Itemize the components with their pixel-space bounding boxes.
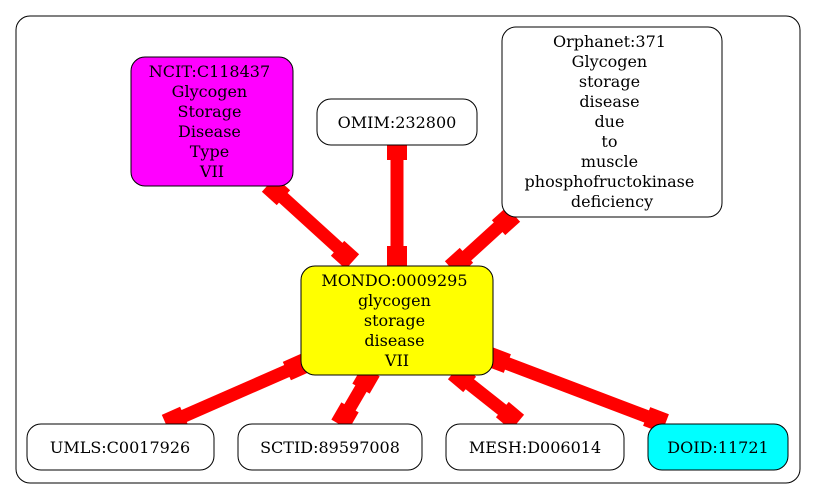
node-orphanet-box	[501, 26, 723, 218]
edge-omim-mondo	[387, 140, 407, 266]
node-mondo-label: MONDO:0009295 glycogen storage disease V…	[321, 271, 472, 370]
node-mesh[interactable]: MESH:D006014	[445, 423, 625, 471]
node-umls-box	[26, 423, 215, 471]
node-sctid-label: SCTID:89597008	[260, 438, 400, 457]
node-ncit-label: NCIT:C118437 Glycogen Storage Disease Ty…	[149, 62, 275, 181]
edge-ncit-mondo	[261, 176, 360, 270]
node-mesh-label: MESH:D006014	[469, 438, 601, 457]
node-umls-label: UMLS:C0017926	[50, 438, 190, 457]
edge-mondo-umls	[161, 353, 310, 434]
node-mesh-box	[445, 423, 625, 471]
node-sctid[interactable]: SCTID:89597008	[237, 423, 423, 471]
node-omim-box	[316, 98, 478, 146]
node-orphanet[interactable]: Orphanet:371 Glycogen storage disease du…	[501, 26, 723, 218]
node-omim[interactable]: OMIM:232800	[316, 98, 478, 146]
node-omim-label: OMIM:232800	[338, 113, 457, 132]
node-umls[interactable]: UMLS:C0017926	[26, 423, 215, 471]
edge-mondo-sctid	[331, 366, 380, 430]
node-ncit[interactable]: NCIT:C118437 Glycogen Storage Disease Ty…	[130, 56, 294, 187]
node-doid[interactable]: DOID:11721	[647, 423, 789, 471]
node-sctid-box	[237, 423, 423, 471]
node-orphanet-label: Orphanet:371 Glycogen storage disease du…	[525, 32, 700, 211]
node-doid-label: DOID:11721	[667, 438, 768, 457]
cluster-frame	[15, 15, 801, 484]
node-ncit-box	[130, 56, 294, 187]
node-mondo-box	[300, 265, 494, 376]
node-mondo[interactable]: MONDO:0009295 glycogen storage disease V…	[300, 265, 494, 376]
node-doid-box	[647, 423, 789, 471]
